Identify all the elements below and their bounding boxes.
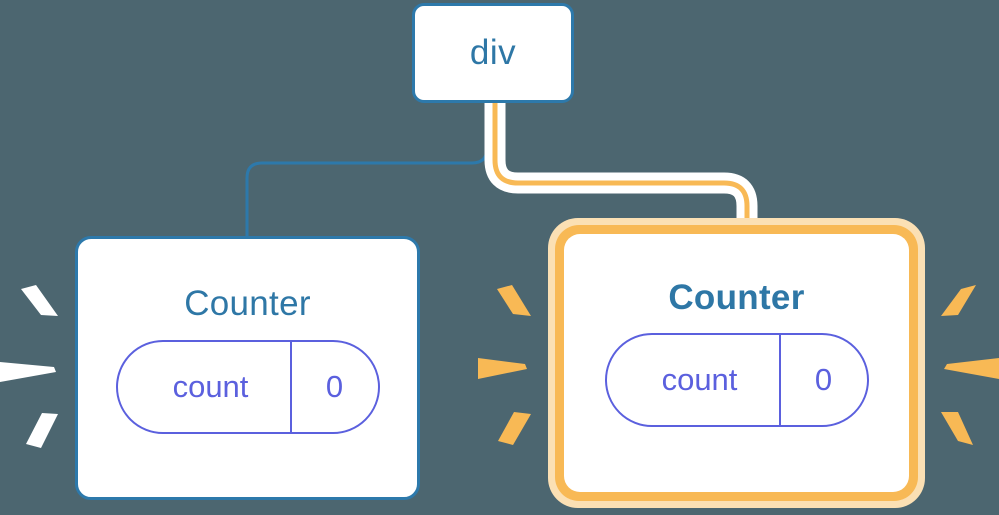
burst-ray xyxy=(944,358,999,379)
burst-ray xyxy=(21,285,58,316)
burst-ray xyxy=(478,358,527,379)
prop-key: count xyxy=(661,362,738,397)
burst-ray xyxy=(0,362,56,382)
prop-capsule-count-right[interactable]: count 0 xyxy=(604,333,869,427)
burst-left-of-counter-right xyxy=(478,285,531,445)
prop-value: 0 xyxy=(289,342,378,432)
node-counter-left[interactable]: Counter count 0 xyxy=(75,236,420,500)
burst-ray xyxy=(497,285,531,316)
node-div[interactable]: div xyxy=(412,3,574,103)
prop-key: count xyxy=(172,369,249,404)
burst-ray xyxy=(498,412,531,445)
burst-right-of-counter-right xyxy=(941,285,999,445)
node-div-label: div xyxy=(469,33,517,72)
node-counter-right-highlight-ring: Counter count 0 xyxy=(555,225,918,501)
burst-ray xyxy=(941,412,973,445)
burst-ray xyxy=(941,285,976,316)
burst-ray xyxy=(26,413,58,448)
burst-left-of-counter-left xyxy=(0,285,58,448)
node-counter-right[interactable]: Counter count 0 xyxy=(564,234,909,492)
node-counter-right-highlight-glow: Counter count 0 xyxy=(548,218,925,508)
prop-value: 0 xyxy=(778,335,867,425)
connector-div-to-counter-right xyxy=(492,103,750,232)
prop-capsule-count-left[interactable]: count 0 xyxy=(115,340,380,434)
node-counter-right-title: Counter xyxy=(668,278,805,317)
node-counter-left-title: Counter xyxy=(184,284,311,323)
